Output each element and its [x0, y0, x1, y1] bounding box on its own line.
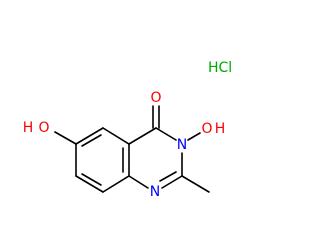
bond-c8-c8a	[102, 175, 130, 193]
c6-hydroxyl-oxygen-label: O	[38, 120, 49, 136]
bond-c4a-c5	[102, 127, 130, 145]
bond-c2-methyl	[181, 175, 210, 193]
bond-n3-o	[187, 132, 201, 141]
bond-n1-c8a	[128, 175, 149, 189]
carbonyl-oxygen-label: O	[150, 90, 161, 106]
bond-c6-o	[54, 131, 77, 145]
bond-c5-c6-inner	[81, 134, 102, 147]
n3-hydroxyl-oxygen-label: O	[201, 121, 212, 137]
structure-canvas: O N O H N H O HCl	[23, 60, 232, 200]
bond-c7-c8-inner	[81, 173, 102, 186]
bond-c4a-c4	[128, 127, 157, 145]
n3-hydroxyl-hydrogen-label: H	[215, 121, 226, 137]
bond-c4-n3	[155, 127, 177, 141]
c6-hydroxyl-hydrogen-label: H	[23, 120, 34, 136]
bond-c2-n1	[161, 175, 183, 189]
bond-c5-c6	[75, 127, 104, 145]
bond-c7-c8	[75, 175, 104, 193]
molecule-structure: O N O H N H O HCl	[23, 60, 232, 200]
hydrochloride-salt-label: HCl	[208, 60, 232, 76]
bond-c2-n1-inner	[159, 171, 177, 182]
n1-label: N	[150, 184, 160, 200]
n3-label: N	[177, 137, 187, 153]
